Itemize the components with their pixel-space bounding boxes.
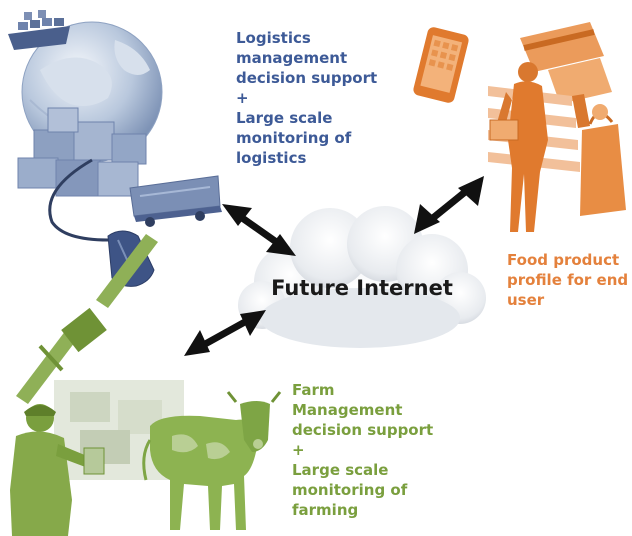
satellite-icon — [16, 234, 158, 404]
arrow-logistics-cloud — [222, 204, 296, 256]
logistics-label-line: + — [236, 89, 249, 107]
arrow-farm-cloud — [184, 310, 266, 356]
boxes-icon — [17, 107, 147, 197]
logistics-label-line: decision support — [236, 69, 378, 87]
farm-label: Farm Management decision support + Large… — [292, 380, 433, 520]
shopping-bag-icon — [580, 104, 626, 216]
cloud-shape — [238, 206, 486, 348]
cow-icon — [142, 391, 282, 530]
logistics-label-line: logistics — [236, 149, 307, 167]
farmer-icon — [10, 404, 105, 536]
logistics-label-line: Large scale — [236, 109, 333, 127]
food-label-line: user — [507, 291, 545, 309]
logistics-label-line: Logistics — [236, 29, 311, 47]
smartphone-icon — [413, 27, 469, 103]
farm-label-line: monitoring of — [292, 481, 408, 499]
farm-label-line: Management — [292, 401, 403, 419]
logistics-illustration — [8, 10, 222, 287]
truck-icon — [129, 175, 222, 227]
farm-illustration — [10, 234, 282, 536]
arrow-food-cloud — [414, 176, 484, 234]
farm-label-line: + — [292, 441, 305, 459]
logistics-label-line: management — [236, 49, 348, 67]
logistics-label: Logistics management decision support + … — [236, 28, 377, 168]
future-internet-label: Future Internet — [271, 276, 453, 300]
farm-label-line: Farm — [292, 381, 335, 399]
farm-label-line: farming — [292, 501, 359, 519]
food-illustration — [413, 22, 626, 232]
food-label-line: Food product — [507, 251, 620, 269]
food-label: Food product profile for end user — [507, 250, 628, 310]
shopper-icon — [488, 62, 580, 232]
credit-card-icon — [520, 22, 612, 128]
farm-label-line: decision support — [292, 421, 434, 439]
logistics-label-line: monitoring of — [236, 129, 352, 147]
food-label-line: profile for end — [507, 271, 629, 289]
farm-label-line: Large scale — [292, 461, 389, 479]
ship-icon — [8, 10, 70, 50]
